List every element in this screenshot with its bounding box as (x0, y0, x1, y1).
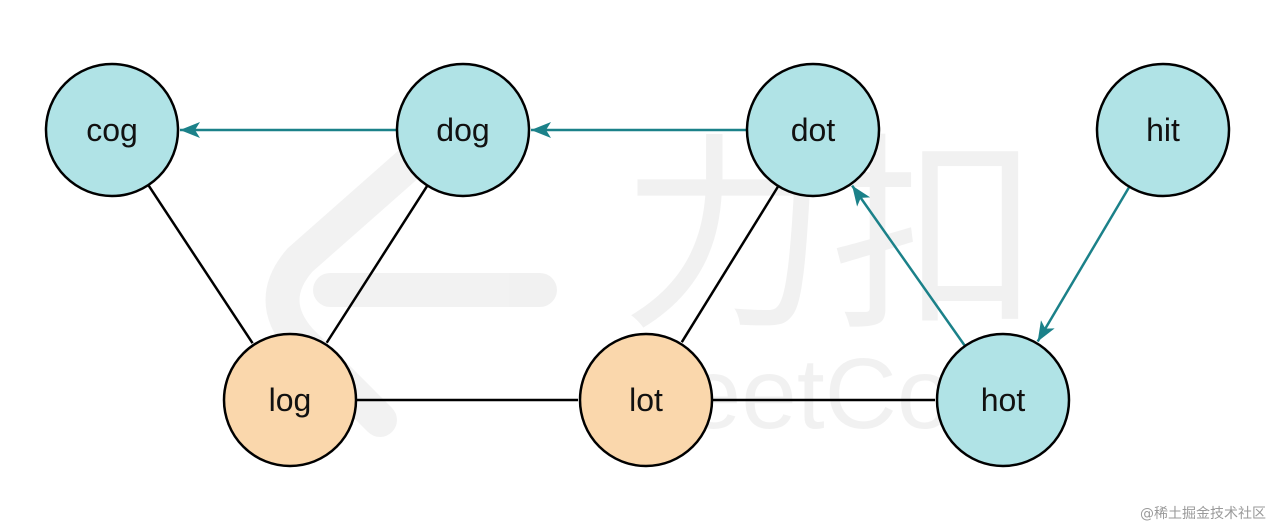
node-circle-lot (578, 332, 714, 468)
node-label-hit: hit (1146, 112, 1180, 148)
edges-layer (147, 122, 1131, 402)
node-hit: hit (1095, 62, 1231, 198)
source-credit: @稀土掘金技术社区 (1140, 506, 1266, 522)
node-label-cog: cog (86, 112, 138, 148)
node-log: log (222, 332, 358, 468)
node-cog: cog (44, 62, 180, 198)
node-circle-cog (44, 62, 180, 198)
node-circle-hit (1095, 62, 1231, 198)
node-label-hot: hot (981, 382, 1026, 418)
node-label-log: log (269, 382, 312, 418)
edge-cog-log (147, 184, 254, 344)
node-hot: hot (935, 332, 1071, 468)
node-label-lot: lot (629, 382, 663, 418)
node-lot: lot (578, 332, 714, 468)
node-dot: dot (745, 62, 881, 198)
node-label-dot: dot (791, 112, 836, 148)
edge-dog-log (325, 184, 429, 344)
node-circle-hot (935, 332, 1071, 468)
edge-hit-hot (1036, 186, 1131, 343)
node-label-dog: dog (436, 112, 489, 148)
nodes-layer: cog dog dot hit log lot hot (44, 62, 1231, 468)
node-circle-dog (395, 62, 531, 198)
edge-hot-dot (851, 184, 967, 347)
node-dog: dog (395, 62, 531, 198)
edge-dot-lot (680, 185, 780, 343)
node-circle-dot (745, 62, 881, 198)
node-circle-log (222, 332, 358, 468)
